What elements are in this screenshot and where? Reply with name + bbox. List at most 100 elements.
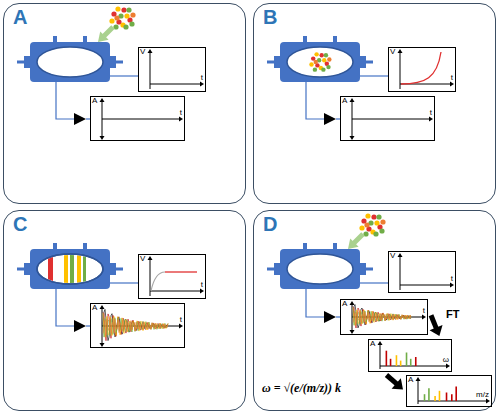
transient-signal <box>353 307 411 325</box>
plot-graphic <box>139 255 205 298</box>
spectrum-peak <box>434 396 436 401</box>
panel-letter: A <box>13 7 27 27</box>
plot-graphic <box>91 304 184 347</box>
signal-plot: At <box>340 299 428 335</box>
axis-arrowhead <box>350 330 355 334</box>
amplifier <box>56 82 91 125</box>
spectrum-peak <box>400 361 402 366</box>
panel-letter: B <box>263 7 277 27</box>
axis-arrowhead <box>429 117 433 122</box>
axis-label: V <box>390 252 395 260</box>
axis-label: t <box>180 109 182 117</box>
arrowhead <box>392 378 403 389</box>
transient-signal <box>103 318 168 337</box>
axis-label: A <box>408 376 413 384</box>
spectrum-peak <box>406 353 408 367</box>
panel-letter: C <box>13 214 27 234</box>
signal-plot: Aω <box>368 339 452 372</box>
axis-arrowhead <box>200 289 204 294</box>
axis-label: m/z <box>476 391 489 399</box>
spectrum-peak <box>428 388 430 401</box>
axis-arrowhead <box>100 343 105 347</box>
trapped-ions <box>309 52 331 72</box>
axis-label: A <box>92 304 97 312</box>
trap-outline <box>37 254 103 284</box>
axis-arrowhead <box>179 324 183 329</box>
signal-plot: Vt <box>388 47 456 92</box>
transient-signal <box>353 311 411 325</box>
axis-label: A <box>342 97 347 105</box>
amplifier <box>306 82 341 125</box>
signal-plot: Vt <box>138 47 206 92</box>
axis-arrowhead <box>422 315 426 320</box>
spectrum-peak <box>439 391 441 401</box>
axis-arrowhead <box>450 283 454 288</box>
amplifier <box>306 289 341 323</box>
stage-panel: DVtAtAωAm/z <box>253 210 496 411</box>
axis-label: A <box>92 97 97 105</box>
axis-arrowhead <box>100 98 105 102</box>
axis-arrowhead <box>398 49 403 53</box>
axis-arrowhead <box>350 301 355 305</box>
plot-graphic <box>341 97 434 140</box>
stage-panel: BVtAt <box>253 3 496 204</box>
axis-arrowhead <box>446 364 450 369</box>
transient-signal <box>103 309 168 340</box>
axis-arrowhead <box>450 82 454 87</box>
axis-label: V <box>390 48 395 56</box>
axis-arrowhead <box>100 136 105 140</box>
voltage-ramp <box>151 272 165 291</box>
axis-arrowhead <box>100 305 105 309</box>
spectrum-peak <box>390 359 392 366</box>
frequency-formula: ω = √(e/(m/z)) k <box>262 382 341 394</box>
spectrum-peak <box>451 394 453 401</box>
y-axis <box>150 258 151 296</box>
spectrum-peak <box>415 357 417 366</box>
y-axis <box>380 343 381 369</box>
transient-signal <box>353 311 411 324</box>
plot-graphic <box>389 48 455 91</box>
axis-label: A <box>370 340 375 348</box>
axis-arrowhead <box>200 82 204 87</box>
plot-graphic <box>139 48 205 91</box>
axis-label: t <box>201 281 203 289</box>
axis-arrowhead <box>378 341 383 345</box>
transient-signal <box>103 318 168 335</box>
axis-arrowhead <box>148 256 153 260</box>
panel-letter: D <box>263 214 277 234</box>
ion-injection <box>348 213 386 249</box>
y-axis <box>400 51 401 89</box>
transient-signal <box>353 305 411 328</box>
x-axis <box>150 84 201 85</box>
spectrum-peak <box>396 355 398 366</box>
signal-plot: At <box>90 303 185 348</box>
stage-panel: CVtAt <box>3 210 246 411</box>
arrow-shaft <box>386 375 396 384</box>
signal-plot: At <box>90 96 185 141</box>
voltage-level <box>165 271 197 272</box>
x-axis <box>400 285 451 286</box>
plot-graphic <box>369 340 451 371</box>
ion-injection <box>98 6 136 42</box>
axis-arrowhead <box>416 377 421 381</box>
y-axis <box>150 51 151 89</box>
signal-plot: Vt <box>138 254 206 299</box>
signal-plot: Am/z <box>406 375 492 407</box>
plot-graphic <box>91 97 184 140</box>
axis-label: t <box>430 109 432 117</box>
transient-signal <box>353 307 411 328</box>
axis-arrowhead <box>350 98 355 102</box>
x-axis <box>102 119 180 120</box>
spectrum-peak <box>424 394 426 401</box>
axis-arrowhead <box>179 117 183 122</box>
axis-label: V <box>140 48 145 56</box>
spectrum-peak <box>386 351 388 366</box>
x-axis <box>352 119 430 120</box>
orbitrap <box>17 36 139 82</box>
axis-arrowhead <box>398 253 403 257</box>
signal-plot: At <box>340 96 435 141</box>
axis-label: A <box>342 300 347 308</box>
